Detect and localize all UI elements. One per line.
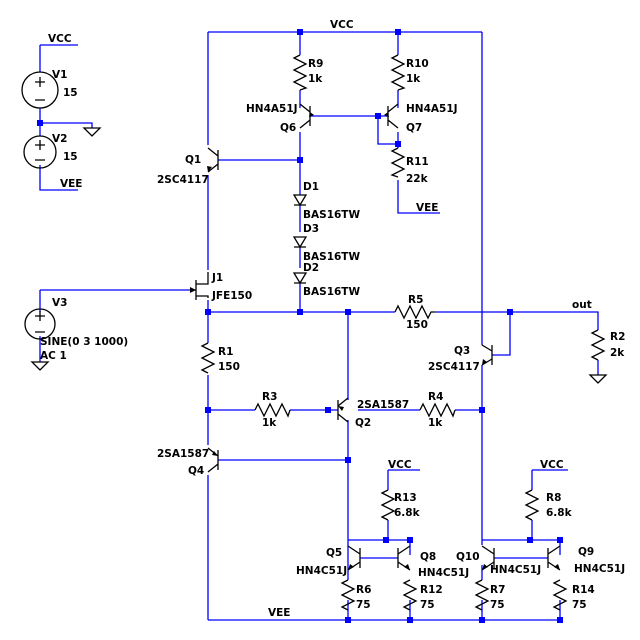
q4-ref: Q4	[188, 465, 204, 477]
r14-value: 75	[572, 599, 587, 611]
q9-model: HN4C51J	[574, 563, 625, 575]
q1-ref: Q1	[185, 154, 201, 166]
ground-symbols	[30, 127, 608, 384]
q10-model: HN4C51J	[490, 564, 541, 576]
transistors	[195, 103, 561, 571]
q6-ref: Q6	[280, 122, 296, 134]
r11-value: 22k	[406, 173, 429, 185]
v1-value: 15	[63, 87, 78, 99]
r10-value: 1k	[406, 73, 421, 85]
v1-ref: V1	[52, 69, 67, 81]
r2-value: 2k	[610, 347, 625, 359]
q5-model: HN4C51J	[296, 565, 347, 577]
r9-value: 1k	[308, 73, 323, 85]
q9-ref: Q9	[578, 546, 594, 558]
r10-ref: R10	[406, 58, 429, 70]
transistor-arrows	[190, 112, 560, 570]
v2-value: 15	[63, 151, 78, 163]
d3-model: BAS16TW	[303, 251, 360, 263]
vee-bottom-label: VEE	[268, 607, 290, 619]
r12-ref: R12	[420, 584, 443, 596]
vee-v2-label: VEE	[60, 178, 82, 190]
d2-ref: D2	[303, 262, 319, 274]
r3-value: 1k	[262, 417, 277, 429]
r2-ref: R2	[610, 331, 625, 343]
q2-ref: Q2	[355, 417, 371, 429]
r13-ref: R13	[394, 492, 417, 504]
d1-ref: D1	[303, 181, 319, 193]
q10-ref: Q10	[456, 551, 480, 563]
v3-value: SINE(0 3 1000)	[40, 336, 128, 348]
vcc-r13-label: VCC	[388, 459, 412, 471]
d3-ref: D3	[303, 223, 319, 235]
r1-ref: R1	[218, 346, 233, 358]
source-v2	[23, 135, 57, 169]
r8-ref: R8	[546, 492, 561, 504]
source-v3	[24, 308, 56, 340]
r12-value: 75	[420, 599, 435, 611]
v3-ac: AC 1	[40, 350, 67, 362]
q8-model: HN4C51J	[418, 567, 469, 579]
r7-value: 75	[490, 599, 505, 611]
r8-value: 6.8k	[546, 507, 573, 519]
diodes	[292, 194, 308, 285]
d1-model: BAS16TW	[303, 209, 360, 221]
r11-ref: R11	[406, 156, 429, 168]
d2-model: BAS16TW	[303, 286, 360, 298]
q3-ref: Q3	[454, 345, 470, 357]
q2-model: 2SA1587	[357, 399, 409, 411]
q7-model: HN4A51J	[406, 103, 458, 115]
r3-ref: R3	[262, 391, 277, 403]
r13-value: 6.8k	[394, 507, 421, 519]
r5-ref: R5	[408, 294, 423, 306]
wires	[39, 31, 599, 621]
v2-ref: V2	[52, 133, 67, 145]
v3-ref: V3	[52, 297, 67, 309]
r6-ref: R6	[356, 584, 371, 596]
q1-model: 2SC4117	[157, 174, 209, 186]
vcc-r8-label: VCC	[540, 459, 564, 471]
labels: VCC VCC VEE VEE VEE VCC VCC out V1 15 V2…	[40, 19, 625, 619]
q3-model: 2SC4117	[428, 361, 480, 373]
r14-ref: R14	[572, 584, 595, 596]
vcc-top-label: VCC	[330, 19, 354, 31]
vcc-v1-label: VCC	[48, 33, 72, 45]
r5-value: 150	[406, 319, 428, 331]
junctions	[37, 29, 563, 623]
q5-ref: Q5	[326, 547, 342, 559]
r9-ref: R9	[308, 58, 323, 70]
r1-value: 150	[218, 361, 240, 373]
j1-model: JFE150	[211, 290, 252, 302]
vee-r11-label: VEE	[416, 202, 438, 214]
q7-ref: Q7	[406, 122, 422, 134]
r7-ref: R7	[490, 584, 505, 596]
j1-ref: J1	[211, 272, 223, 284]
q8-ref: Q8	[420, 551, 436, 563]
out-label: out	[572, 299, 592, 311]
r4-ref: R4	[428, 391, 443, 403]
r4-value: 1k	[428, 417, 443, 429]
q6-model: HN4A51J	[246, 103, 298, 115]
resistors	[200, 54, 606, 611]
r6-value: 75	[356, 599, 371, 611]
source-v1	[21, 71, 59, 109]
q4-model: 2SA1587	[157, 448, 209, 460]
